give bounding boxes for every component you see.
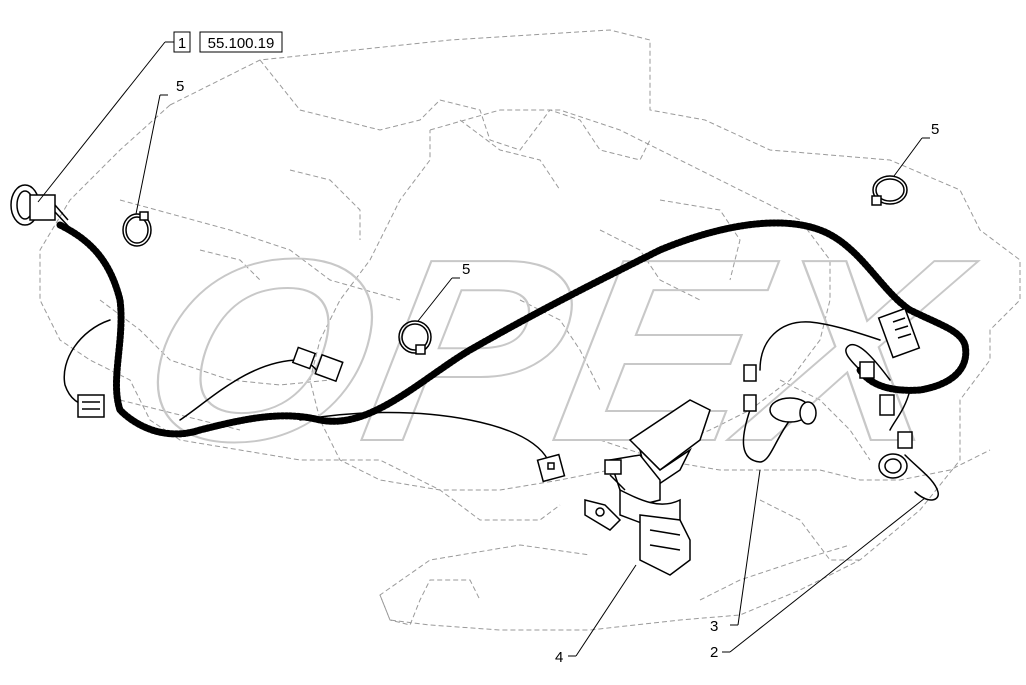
connector-right (877, 307, 921, 359)
leader-lines (37, 41, 930, 657)
callout-clip-top-left: 5 (176, 78, 184, 95)
clip-center (398, 320, 432, 355)
connector-left (77, 394, 105, 418)
callout-pedal-4: 4 (555, 649, 563, 666)
opex-watermark: OPEX (122, 204, 990, 497)
callout-sensor-3: 3 (710, 618, 718, 635)
wire-harness (56, 219, 970, 501)
sensor-3 (769, 397, 817, 425)
callout-clip-center: 5 (462, 261, 470, 278)
clip-top-right (871, 175, 908, 206)
callout-clip-top-right: 5 (931, 121, 939, 138)
reference-number-text: 55.100.19 (208, 35, 275, 52)
sensor-2 (878, 453, 908, 479)
opex-watermark-text: OPEX (123, 205, 989, 496)
clip-top-left (122, 211, 152, 247)
leader-pedal-4-diag (575, 564, 637, 657)
reference-number-box (199, 31, 283, 53)
leader-sensor-2-diag (729, 497, 926, 653)
callout-sensor-2: 2 (710, 644, 718, 661)
pedal-assembly (584, 399, 711, 576)
item-number-text: 1 (178, 35, 186, 52)
round-connector (10, 184, 71, 229)
background-floor-outline (39, 29, 1021, 631)
gear-watermark-outline (309, 109, 831, 491)
leader-clip-center-diag (417, 277, 453, 322)
sensor-small-connectors (743, 361, 913, 449)
leader-sensor-3-diag (737, 469, 761, 626)
leader-clip-top-left-diag (135, 94, 161, 215)
leader-clip-top-right-diag (893, 137, 923, 177)
connector-center (291, 346, 344, 383)
leader-item-1-diag (37, 41, 166, 203)
header-reference: 1 55.100.19 (173, 31, 283, 53)
connector-lower-center (536, 453, 566, 483)
callout-labels: 5 5 5 3 2 4 (176, 78, 939, 666)
